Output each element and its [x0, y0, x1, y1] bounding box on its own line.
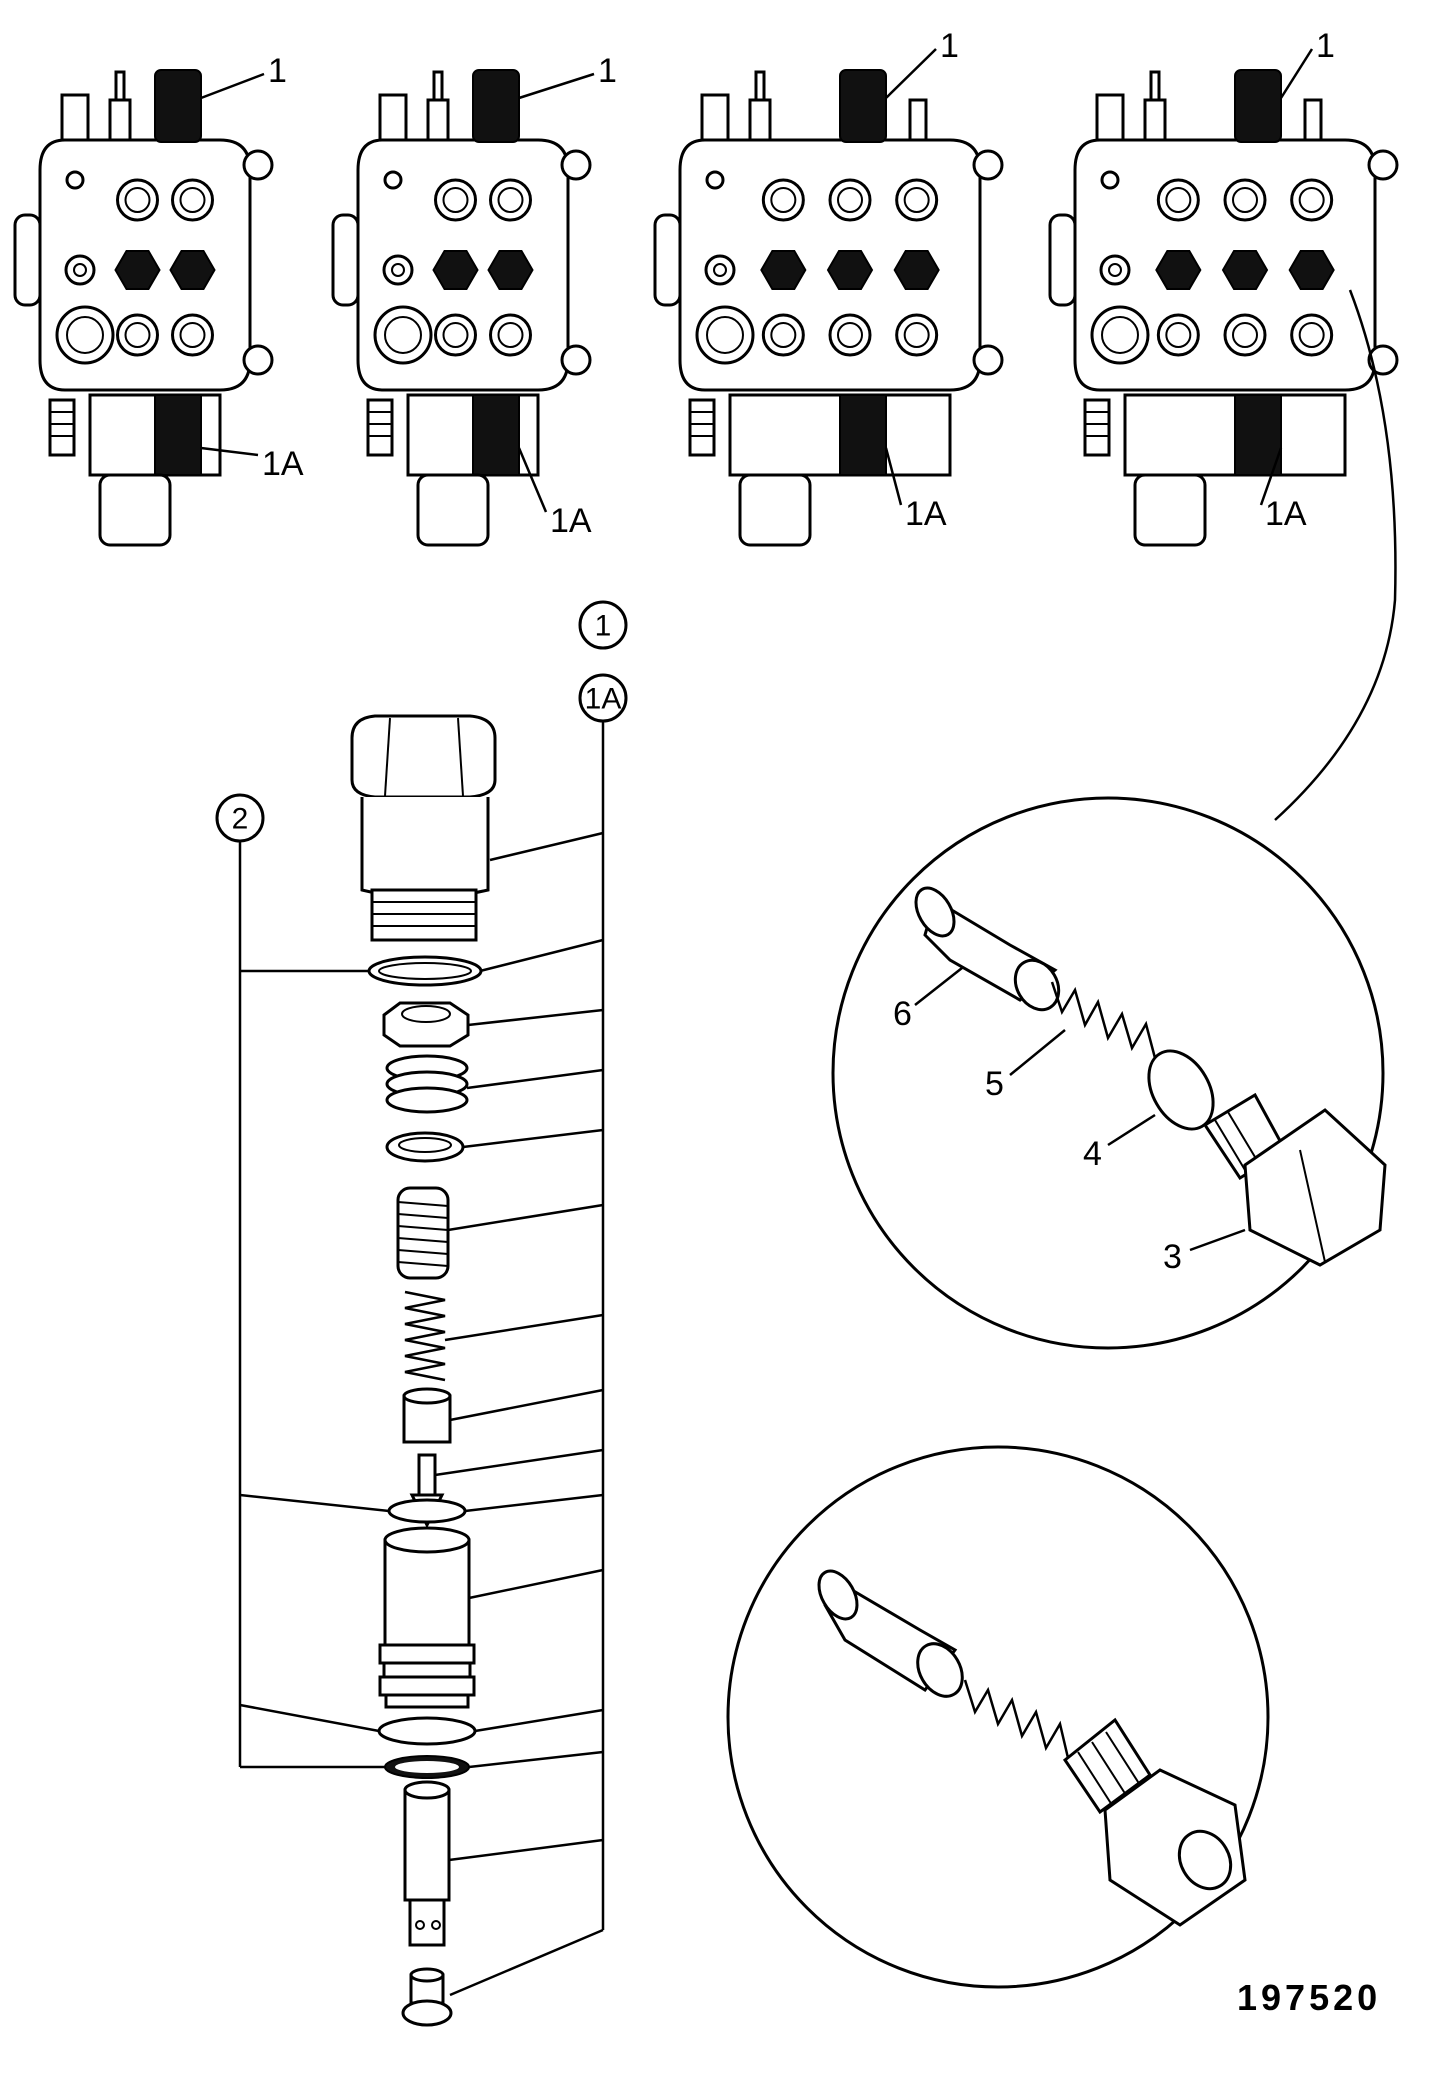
leader-lines-group-2	[239, 969, 390, 1769]
cap-nut-icon	[350, 714, 497, 942]
control-valve-3: 1 1A	[653, 27, 1004, 547]
valve-label-1: 1	[1316, 27, 1335, 65]
svg-text:1A: 1A	[585, 683, 622, 716]
spring-icon	[404, 1290, 446, 1382]
callout-2: 2	[215, 793, 265, 843]
relief-valve-plug-icon	[154, 394, 202, 476]
relief-valve-plug-icon	[472, 394, 520, 476]
relief-valve-cap-icon	[472, 69, 520, 143]
spring-icon	[1050, 981, 1157, 1059]
spring-washer-icon	[385, 1054, 469, 1114]
o-ring-icon	[1147, 1049, 1215, 1131]
adjuster-screw-icon	[396, 1186, 450, 1280]
valve-label-1: 1	[940, 27, 959, 65]
relief-valve-cap-icon	[839, 69, 887, 143]
spacer-icon	[402, 1387, 452, 1444]
label-5: 5	[985, 1065, 1004, 1103]
valve-label-1a: 1A	[905, 495, 947, 533]
callout-1a: 1A	[578, 673, 628, 723]
plug-icon	[1202, 1092, 1387, 1267]
valve-label-1: 1	[598, 52, 617, 90]
label-4: 4	[1083, 1135, 1102, 1173]
control-valve-1: 1 1A	[13, 52, 304, 547]
figure-number: 197520	[1237, 1977, 1381, 2018]
valve-label-1a: 1A	[262, 445, 304, 483]
o-ring-icon	[367, 955, 483, 987]
sleeve-icon	[817, 1569, 964, 1698]
spring-icon	[963, 1679, 1070, 1759]
leader-lines-group-1	[434, 831, 604, 1997]
relief-valve-cap-icon	[1234, 69, 1282, 143]
plug-icon	[401, 1967, 453, 2027]
valve-body-icon	[378, 1526, 476, 1709]
seal-ring-icon	[377, 1716, 477, 1746]
label-3: 3	[1163, 1238, 1182, 1276]
relief-valve-plug-icon	[839, 394, 887, 476]
relief-valve-cap-icon	[154, 69, 202, 143]
callout-1: 1	[578, 600, 628, 650]
relief-valve-exploded-stack	[350, 714, 497, 2027]
valve-label-1: 1	[268, 52, 287, 90]
hose-line	[1274, 289, 1397, 821]
o-ring-icon	[387, 1498, 467, 1524]
valve-label-1a: 1A	[550, 502, 592, 540]
label-6: 6	[893, 995, 912, 1033]
sleeve-icon	[403, 1780, 451, 1947]
control-valve-2: 1 1A	[331, 52, 617, 547]
svg-text:1: 1	[595, 610, 612, 643]
relief-valve-plug-icon	[1234, 394, 1282, 476]
locknut-icon	[382, 1001, 470, 1048]
control-valve-4: 1 1A	[1048, 27, 1399, 547]
valve-label-1a: 1A	[1265, 495, 1307, 533]
detail-circle-lower	[726, 1445, 1270, 1989]
control-valve-row: 1 1A 1 1A 1 1A 1 1A	[13, 27, 1399, 547]
sleeve-icon	[914, 886, 1061, 1012]
svg-text:2: 2	[232, 803, 249, 836]
detail-circle-upper: 6 5 4 3	[831, 289, 1397, 1350]
fitting-icon	[1062, 1717, 1247, 1927]
